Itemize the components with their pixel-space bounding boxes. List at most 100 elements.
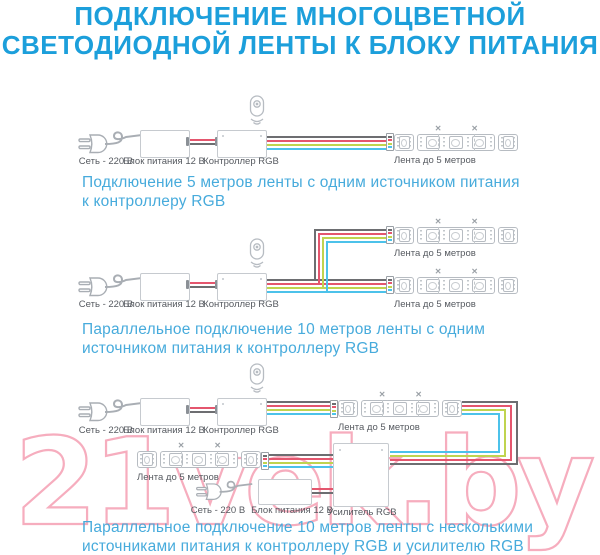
led-chip	[168, 453, 183, 466]
psu-box	[258, 479, 312, 505]
strip-segment	[338, 400, 358, 417]
led-chip	[191, 453, 206, 466]
page-title: ПОДКЛЮЧЕНИЕ МНОГОЦВЕТНОЙ СВЕТОДИОДНОЙ ЛЕ…	[0, 2, 600, 60]
label-psu: Блок питания 12 В	[123, 156, 205, 167]
solder-pads	[513, 137, 515, 148]
solder-pads	[397, 137, 399, 148]
solder-pads	[466, 137, 469, 148]
solder-pads	[489, 137, 492, 148]
strip-connector	[386, 276, 394, 294]
page-title-line2: СВЕТОДИОДНОЙ ЛЕНТЫ К БЛОКУ ПИТАНИЯ	[1, 30, 599, 60]
solder-pads	[140, 454, 142, 465]
led-chip	[472, 136, 487, 149]
label-power-network: Сеть - 220 В	[78, 425, 134, 436]
wire-black	[462, 401, 518, 403]
wire-green	[462, 409, 506, 411]
wire-black	[265, 401, 332, 403]
solder-pads	[501, 230, 503, 241]
rgb-controller-box	[217, 398, 267, 426]
solder-pads	[433, 403, 436, 414]
rgb-controller-box	[217, 130, 267, 158]
label-strip: Лента до 5 метров	[394, 299, 476, 310]
wire-green	[269, 462, 333, 464]
power-plug-icon	[78, 399, 142, 422]
wire-blue	[265, 413, 332, 415]
wire-black	[516, 401, 518, 465]
power-plug-icon	[196, 480, 253, 500]
strip-segment: ✕ ✕	[160, 441, 238, 468]
wire-red	[510, 405, 512, 461]
strip-segment	[394, 277, 414, 294]
solder-pads	[364, 403, 366, 414]
strip-segment: ✕ ✕	[361, 390, 439, 417]
solder-pads	[209, 454, 212, 465]
cut-mark-icon: ✕	[178, 441, 184, 468]
solder-pads	[513, 230, 515, 241]
solder-pads	[420, 280, 422, 291]
solder-pads	[353, 403, 355, 414]
led-chip	[448, 229, 463, 242]
rgb-controller-box	[217, 273, 267, 301]
remote-control-icon	[249, 95, 265, 125]
cut-mark-icon: ✕	[435, 267, 441, 294]
strip-connector	[386, 226, 394, 244]
led-chip	[141, 453, 153, 466]
wire-connector-tip	[186, 137, 189, 146]
led-strip: ✕ ✕	[394, 217, 518, 244]
wire-red	[188, 407, 218, 409]
led-strip: ✕ ✕	[137, 441, 261, 468]
wire-blue	[498, 413, 500, 453]
strip-segment	[394, 227, 414, 244]
strip-segment	[498, 227, 518, 244]
solder-pads	[409, 230, 411, 241]
led-chip	[398, 279, 410, 292]
led-chip	[392, 402, 407, 415]
remote-control-icon	[249, 363, 265, 393]
wire-black	[265, 136, 387, 138]
solder-pads	[443, 137, 446, 148]
wire-black	[314, 229, 388, 231]
solder-pads	[244, 454, 246, 465]
solder-pads	[256, 454, 258, 465]
strip-segment: ✕ ✕	[417, 124, 495, 151]
solder-pads	[489, 280, 492, 291]
strip-segment	[498, 277, 518, 294]
diagram-2-caption: Параллельное подключение 10 метров ленты…	[82, 321, 486, 357]
label-controller: Контроллер RGB	[203, 425, 279, 436]
wire-red	[265, 140, 387, 142]
led-chip	[446, 402, 458, 415]
strip-segment: ✕ ✕	[417, 267, 495, 294]
led-chip	[472, 279, 487, 292]
label-psu: Блок питания 12 В	[123, 425, 205, 436]
strip-segment	[137, 451, 157, 468]
diagram-3-caption: Параллельное подключение 10 метров ленты…	[82, 519, 534, 555]
cut-mark-icon: ✕	[471, 124, 478, 151]
led-chip	[502, 279, 514, 292]
led-chip	[425, 136, 440, 149]
wire-green	[390, 455, 506, 457]
solder-pads	[443, 230, 446, 241]
wire-green	[322, 237, 388, 239]
solder-pads	[387, 403, 390, 414]
wire-black	[269, 454, 333, 456]
led-chip	[416, 402, 431, 415]
wire-black	[314, 231, 316, 281]
solder-pads	[341, 403, 343, 414]
wire-red	[318, 235, 320, 285]
psu-box	[140, 398, 190, 426]
solder-pads	[501, 280, 503, 291]
solder-pads	[409, 280, 411, 291]
wire-blue	[269, 466, 333, 468]
solder-pads	[513, 280, 515, 291]
solder-pads	[466, 280, 469, 291]
wire-green	[265, 409, 332, 411]
led-chip	[448, 136, 463, 149]
solder-pads	[186, 454, 189, 465]
wire-red	[462, 405, 512, 407]
led-chip	[448, 279, 463, 292]
solder-pads	[232, 454, 235, 465]
wire-red	[318, 233, 388, 235]
cut-mark-icon: ✕	[379, 390, 385, 417]
wire-green	[322, 239, 324, 289]
